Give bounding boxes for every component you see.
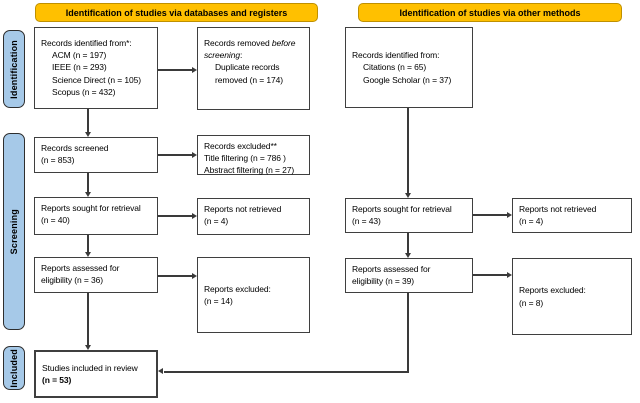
- box-records-removed: Records removed before screening: Duplic…: [197, 27, 310, 110]
- header-databases-registers-label: Identification of studies via databases …: [65, 7, 288, 18]
- arrow-assessed-right-to-included-head: [158, 368, 163, 375]
- other-item: Citations (n = 65): [363, 62, 427, 73]
- header-other-methods-label: Identification of studies via other meth…: [399, 7, 581, 18]
- box-reports-excluded-right: Reports excluded: (n = 8): [512, 258, 632, 335]
- sidebar-identification-label: Identification: [9, 39, 19, 99]
- box-studies-included: Studies included in review (n = 53): [34, 350, 158, 398]
- box-line: Title filtering (n = 786 ): [204, 153, 286, 164]
- box-records-screened: Records screened (n = 853): [34, 137, 158, 173]
- arrow-screened-to-sought-head: [84, 191, 91, 197]
- header-databases-registers: Identification of studies via databases …: [35, 3, 318, 22]
- arrow-sought-to-assessed-left-line: [87, 235, 89, 252]
- box-records-identified-other: Records identified from: Citations (n = …: [345, 27, 473, 108]
- arrow-assessed-to-excluded-left-line: [158, 275, 192, 277]
- box-line: Studies included in review: [42, 362, 138, 373]
- box-line: Reports excluded:: [204, 283, 271, 294]
- arrow-sought-to-notretrieved-left-line: [158, 215, 192, 217]
- arrow-identified-to-removed-head: [191, 66, 197, 73]
- box-line-bold: (n = 53): [42, 375, 72, 385]
- box-line: Reports assessed for: [41, 263, 120, 273]
- box-line: (n = 43): [352, 216, 381, 227]
- box-reports-sought-right: Reports sought for retrieval (n = 43): [345, 198, 473, 233]
- arrow-sought-to-notretrieved-right-head: [506, 211, 512, 218]
- box-line: Records excluded**: [204, 141, 277, 151]
- box-line: Abstract filtering (n = 27): [204, 165, 295, 176]
- db-item: Science Direct (n = 105): [52, 74, 142, 85]
- box-line: eligibility (n = 39): [352, 276, 415, 287]
- box-reports-excluded-left: Reports excluded: (n = 14): [197, 257, 310, 333]
- box-records-identified-databases: Records identified from*: ACM (n = 197) …: [34, 27, 158, 109]
- arrow-assessed-right-to-included-vline: [407, 293, 409, 373]
- box-reports-not-retrieved-right: Reports not retrieved (n = 4): [512, 198, 632, 233]
- arrow-screened-to-excluded-line: [158, 154, 192, 156]
- box-line: Reports sought for retrieval: [352, 204, 452, 214]
- removed-pre: Records removed: [204, 38, 272, 48]
- box-line: (n = 40): [41, 215, 70, 226]
- box-line: (n = 4): [204, 216, 229, 227]
- arrow-sought-to-assessed-right-head: [404, 252, 411, 258]
- box-reports-not-retrieved-left: Reports not retrieved (n = 4): [197, 198, 310, 235]
- arrow-sought-to-notretrieved-right-line: [473, 214, 507, 216]
- removed-italic: screening: [204, 50, 240, 61]
- sidebar-identification: Identification: [3, 30, 25, 108]
- box-reports-assessed-right: Reports assessed for eligibility (n = 39…: [345, 258, 473, 293]
- box-line: Records screened: [41, 143, 109, 153]
- removed-italic: before: [271, 38, 296, 48]
- box-reports-sought-left: Reports sought for retrieval (n = 40): [34, 197, 158, 235]
- arrow-identified-to-removed-line: [158, 69, 192, 71]
- box-title: Records identified from:: [352, 50, 440, 61]
- db-item: Scopus (n = 432): [52, 86, 116, 97]
- arrow-screened-to-sought-line: [87, 173, 89, 192]
- sidebar-screening: Screening: [3, 133, 25, 330]
- removed-item: removed (n = 174): [215, 74, 283, 85]
- arrow-assessed-to-excluded-right-head: [506, 271, 512, 278]
- box-line: (n = 853): [41, 155, 75, 166]
- db-item: ACM (n = 197): [52, 50, 107, 61]
- sidebar-screening-label: Screening: [9, 208, 19, 255]
- removed-item: Duplicate records: [215, 62, 280, 73]
- arrow-assessed-to-included-line: [87, 293, 89, 345]
- box-line: Reports sought for retrieval: [41, 203, 141, 213]
- arrow-assessed-to-excluded-right-line: [473, 274, 507, 276]
- arrow-identified-to-screened-line: [87, 109, 89, 132]
- arrow-identified-other-to-sought-head: [404, 192, 411, 198]
- arrow-assessed-right-to-included-hline: [163, 371, 409, 373]
- arrow-sought-to-assessed-right-line: [407, 233, 409, 253]
- other-item: Google Scholar (n = 37): [363, 74, 452, 85]
- box-reports-assessed-left: Reports assessed for eligibility (n = 36…: [34, 257, 158, 293]
- box-line: (n = 4): [519, 216, 544, 227]
- header-other-methods: Identification of studies via other meth…: [358, 3, 622, 22]
- db-item: IEEE (n = 293): [52, 62, 107, 73]
- box-line: Reports assessed for: [352, 264, 431, 274]
- arrow-identified-other-to-sought-line: [407, 108, 409, 193]
- box-line: Reports not retrieved: [519, 204, 597, 214]
- sidebar-included-label: Included: [9, 348, 19, 388]
- removed-post: :: [239, 50, 243, 61]
- box-line: (n = 8): [519, 297, 544, 308]
- box-records-excluded: Records excluded** Title filtering (n = …: [197, 135, 310, 175]
- sidebar-included: Included: [3, 346, 25, 390]
- box-line: (n = 14): [204, 296, 233, 306]
- box-line: Reports not retrieved: [204, 204, 282, 214]
- box-title: Records removed before: [204, 37, 306, 49]
- arrow-assessed-to-excluded-left-head: [191, 272, 197, 279]
- box-title-cont: screening:: [204, 49, 306, 61]
- arrow-sought-to-notretrieved-left-head: [191, 212, 197, 219]
- arrow-identified-to-screened-head: [84, 131, 91, 137]
- box-line: eligibility (n = 36): [41, 275, 104, 286]
- arrow-assessed-to-included-head: [84, 344, 91, 350]
- arrow-sought-to-assessed-left-head: [84, 251, 91, 257]
- arrow-screened-to-excluded-head: [191, 151, 197, 158]
- box-line: Reports excluded:: [519, 285, 586, 296]
- box-title: Records identified from*:: [41, 38, 132, 48]
